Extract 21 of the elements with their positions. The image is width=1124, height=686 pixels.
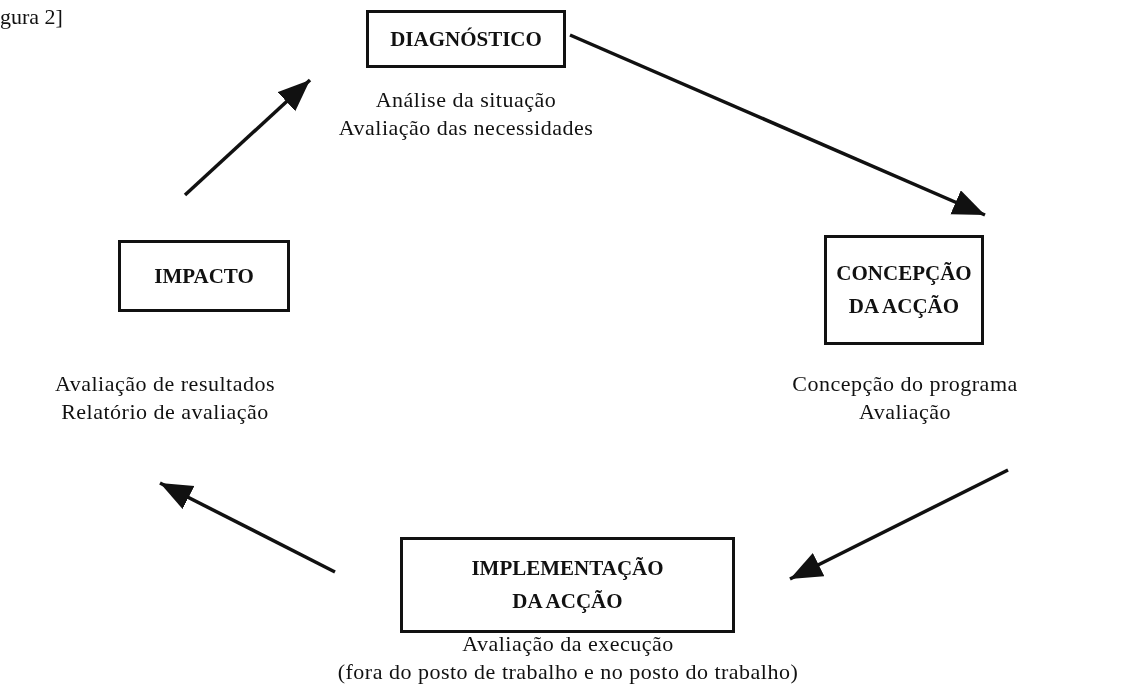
figure-label: gura 2] xyxy=(0,4,63,30)
arrow xyxy=(183,78,312,197)
arrow xyxy=(159,481,336,574)
arrow xyxy=(569,33,986,217)
arrow xyxy=(789,468,1009,581)
stage-title: DIAGNÓSTICO xyxy=(390,25,542,53)
stage-title: IMPLEMENTAÇÃO DA ACÇÃO xyxy=(470,555,665,615)
stage-box xyxy=(824,235,984,345)
stage-caption: (fora do posto de trabalho e no posto do trabalho) xyxy=(337,658,799,686)
stage-box xyxy=(118,240,290,312)
stage-caption: Avaliação de resultados xyxy=(55,370,275,398)
stage-caption: Relatório de avaliação xyxy=(61,398,269,426)
stage-caption: Avaliação xyxy=(859,398,951,426)
stage-box xyxy=(366,10,566,68)
stage-caption: Análise da situação xyxy=(375,86,557,114)
stage-box xyxy=(400,537,735,633)
stage-title: IMPACTO xyxy=(154,262,254,290)
stage-caption: Concepção do programa xyxy=(792,370,1018,398)
stage-caption: Avaliação das necessidades xyxy=(338,114,594,142)
stage-caption: Avaliação da execução xyxy=(462,630,674,658)
stage-title: CONCEPÇÃO DA ACÇÃO xyxy=(835,260,973,320)
